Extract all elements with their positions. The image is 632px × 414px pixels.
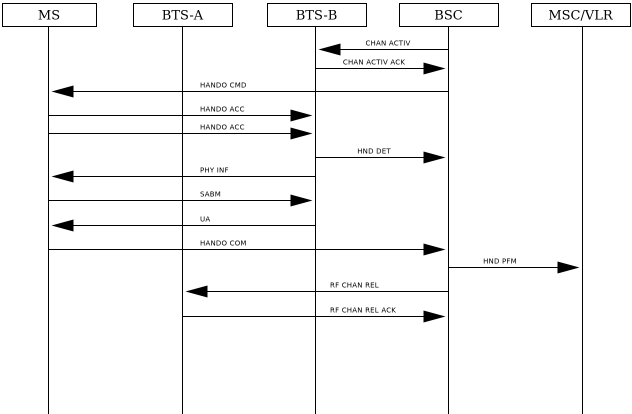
arrowhead: [290, 194, 313, 207]
message-arrow: SABM: [48, 191, 313, 207]
entity-box: [267, 3, 367, 27]
arrowhead: [423, 243, 446, 256]
message-label: CHAN ACTIV ACK: [343, 59, 405, 67]
entity-label: BTS-B: [296, 9, 338, 24]
arrowhead: [290, 109, 313, 122]
arrowhead: [51, 170, 74, 183]
entity-box: [531, 3, 631, 27]
entity-btsa: BTS-A: [133, 3, 233, 414]
entity-box: [133, 3, 233, 27]
message-arrow: HANDO ACC: [48, 124, 313, 140]
message-label: UA: [200, 216, 210, 224]
message-label: HND DET: [357, 148, 391, 156]
entity-box: [399, 3, 499, 27]
arrowhead: [290, 127, 313, 140]
arrowhead: [557, 261, 580, 274]
entity-label: BSC: [434, 9, 462, 24]
message-label: HND PFM: [483, 258, 517, 266]
message-label: CHAN ACTIV: [365, 40, 410, 48]
arrowhead: [318, 43, 341, 56]
arrowhead: [51, 219, 74, 232]
entity-msc: MSC/VLR: [531, 3, 631, 414]
entity-label: MSC/VLR: [548, 9, 614, 24]
message-label: HANDO CMD: [200, 82, 247, 90]
entity-ms: MS: [2, 3, 97, 414]
message-arrow: RF CHAN REL ACK: [182, 307, 446, 323]
arrowhead: [423, 151, 446, 164]
arrowhead: [423, 310, 446, 323]
message-label: HANDO COM: [200, 240, 247, 248]
message-arrow: HANDO ACC: [48, 106, 313, 122]
arrowhead: [185, 285, 208, 298]
arrowhead: [423, 62, 446, 75]
entity-label: MS: [38, 9, 60, 24]
message-arrow: HANDO COM: [48, 240, 446, 256]
message-arrow: HND DET: [315, 148, 446, 164]
message-arrow: UA: [51, 216, 316, 232]
message-arrow: HND PFM: [448, 258, 580, 274]
entity-label: BTS-A: [162, 9, 204, 24]
message-label: RF CHAN REL ACK: [330, 307, 396, 315]
message-arrow: HANDO CMD: [51, 82, 449, 98]
message-label: SABM: [200, 191, 221, 199]
message-arrow: PHY INF: [51, 167, 316, 183]
message-label: HANDO ACC: [200, 124, 245, 132]
entity-bsc: BSC: [399, 3, 499, 414]
message-arrow: CHAN ACTIV: [318, 40, 449, 56]
entity-box: [2, 3, 97, 27]
message-arrow: RF CHAN REL: [185, 282, 449, 298]
message-label: PHY INF: [200, 167, 229, 175]
message-label: HANDO ACC: [200, 106, 245, 114]
message-arrow: CHAN ACTIV ACK: [315, 59, 446, 75]
message-label: RF CHAN REL: [330, 282, 379, 290]
arrowhead: [51, 85, 74, 98]
